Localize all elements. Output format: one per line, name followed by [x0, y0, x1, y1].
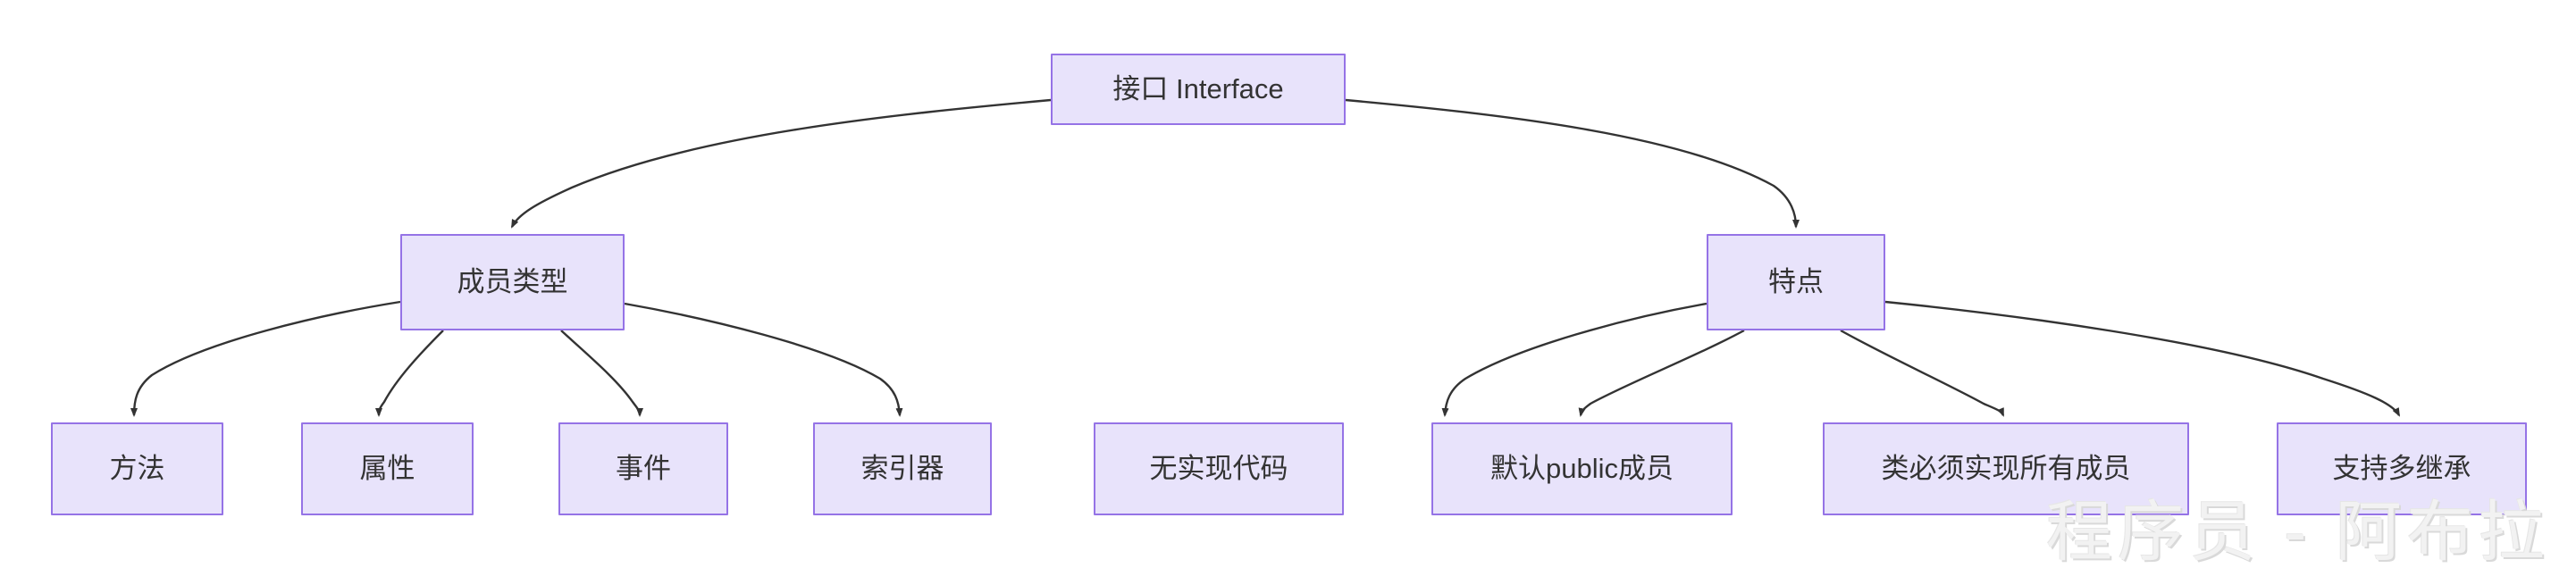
node-class-must-implement-label: 类必须实现所有成员: [1881, 453, 2131, 485]
node-root-label: 接口 Interface: [1112, 73, 1284, 105]
edge-features-to-public: [1578, 329, 1745, 417]
node-event[interactable]: 事件: [558, 422, 728, 515]
node-indexer[interactable]: 索引器: [813, 422, 992, 515]
node-event-label: 事件: [616, 453, 671, 485]
node-default-public-label: 默认public成员: [1490, 453, 1674, 485]
node-property[interactable]: 属性: [301, 422, 474, 515]
edge-members-to-indexer: [624, 302, 903, 417]
node-no-implementation-label: 无实现代码: [1149, 453, 1288, 485]
node-features[interactable]: 特点: [1707, 234, 1885, 330]
node-default-public[interactable]: 默认public成员: [1431, 422, 1733, 515]
node-method-label: 方法: [109, 453, 165, 485]
node-property-label: 属性: [359, 453, 415, 485]
node-class-must-implement[interactable]: 类必须实现所有成员: [1823, 422, 2189, 515]
edge-members-to-method: [130, 300, 401, 417]
node-members[interactable]: 成员类型: [400, 234, 625, 330]
edge-root-to-members: [510, 98, 1052, 229]
edge-root-to-features: [1345, 98, 1800, 229]
node-method[interactable]: 方法: [51, 422, 223, 515]
node-multiple-inheritance-label: 支持多继承: [2332, 453, 2471, 485]
node-multiple-inheritance[interactable]: 支持多继承: [2277, 422, 2527, 515]
node-root[interactable]: 接口 Interface: [1051, 54, 1346, 125]
node-no-implementation[interactable]: 无实现代码: [1094, 422, 1344, 515]
node-features-label: 特点: [1768, 266, 1824, 298]
edge-members-to-event: [560, 330, 643, 417]
edge-features-to-mustimpl: [1840, 329, 2005, 417]
node-indexer-label: 索引器: [860, 453, 944, 485]
edge-features-to-multi: [1884, 300, 2401, 417]
watermark-text: 程序员 - 阿布拉: [2046, 495, 2550, 568]
node-members-label: 成员类型: [457, 266, 568, 298]
edge-members-to-property: [375, 330, 444, 417]
edge-features-to-noimpl: [1441, 302, 1708, 417]
